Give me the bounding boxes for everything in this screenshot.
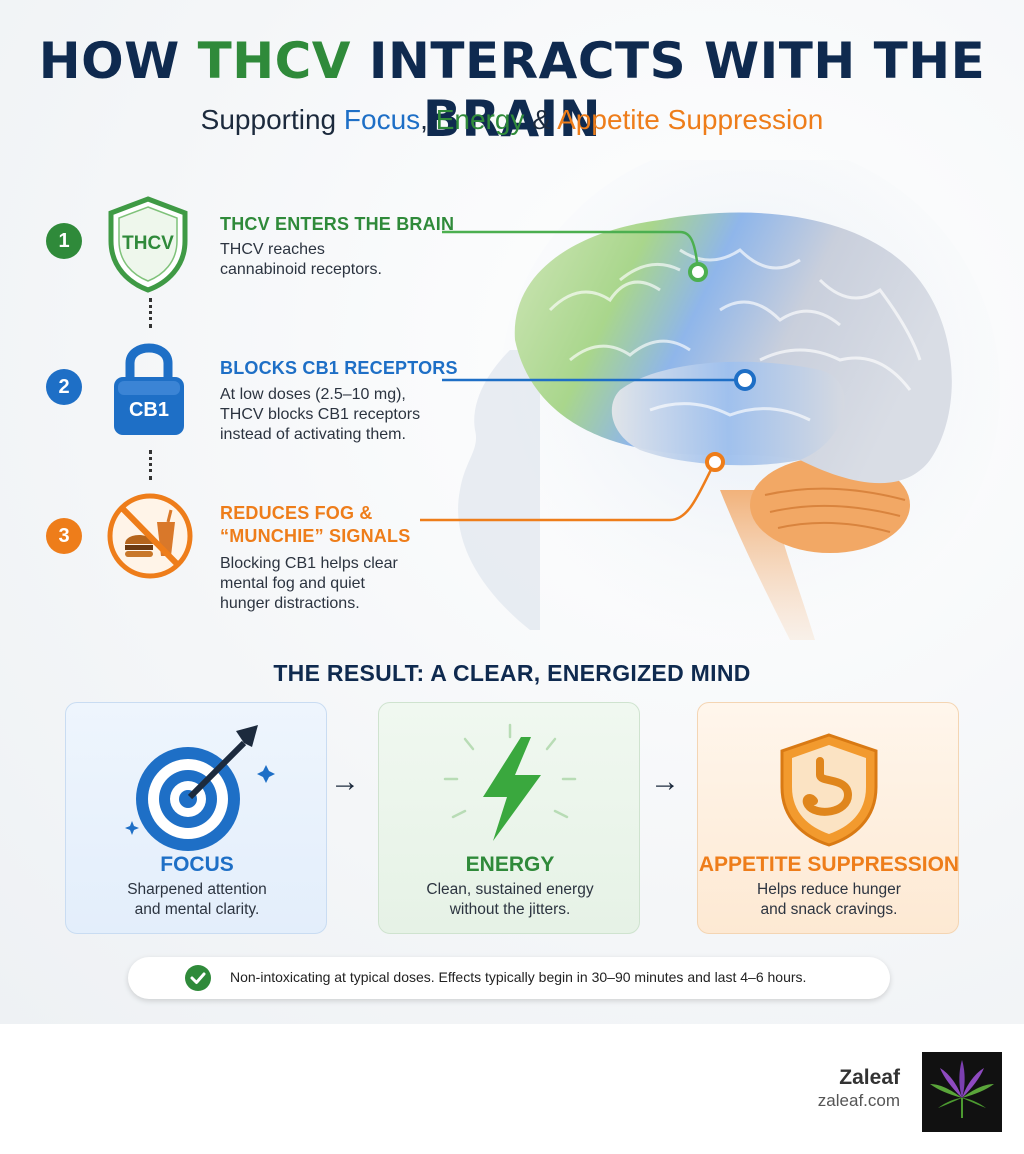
subtitle-part: , bbox=[420, 104, 436, 135]
connector-lines bbox=[420, 230, 745, 522]
padlock-icon-label: CB1 bbox=[129, 399, 169, 421]
card-label: FOCUS bbox=[160, 853, 234, 876]
note-text: Non-intoxicating at typical doses. Effec… bbox=[230, 969, 807, 985]
marker-green bbox=[688, 262, 708, 282]
brand-url[interactable]: zaleaf.com bbox=[817, 1091, 900, 1110]
flow-arrow: → bbox=[330, 765, 360, 798]
step-description: THCV reaches cannabinoid receptors. bbox=[220, 240, 450, 280]
title-highlight: THCV bbox=[197, 32, 351, 90]
check-circle-icon bbox=[185, 965, 211, 991]
card-description: Clean, sustained energy without the jitt… bbox=[399, 880, 621, 920]
note-bar: Non-intoxicating at typical doses. Effec… bbox=[128, 957, 890, 999]
desc-line: mental fog and quiet bbox=[220, 575, 365, 592]
step-1: 1 THCV THCV ENTERS THE BRAIN THCV reache… bbox=[0, 195, 460, 295]
title-part: HOW bbox=[38, 32, 198, 90]
desc-line: Helps reduce hunger bbox=[757, 881, 901, 898]
marker-orange bbox=[705, 452, 725, 472]
result-card-appetite: APPETITE SUPPRESSION Helps reduce hunger… bbox=[697, 702, 959, 934]
desc-line: and mental clarity. bbox=[134, 901, 260, 918]
result-title: THE RESULT: A CLEAR, ENERGIZED MIND bbox=[273, 660, 751, 686]
subtitle-appetite: Appetite Suppression bbox=[557, 104, 824, 135]
infographic: HOW THCV INTERACTS WITH THE BRAIN Suppor… bbox=[0, 0, 1024, 1024]
heading-line: “MUNCHIE” SIGNALS bbox=[220, 526, 411, 546]
card-description: Sharpened attention and mental clarity. bbox=[86, 880, 308, 920]
title-part: INTERACTS WITH THE BRAIN bbox=[351, 32, 986, 148]
desc-line: instead of activating them. bbox=[220, 426, 406, 443]
head-silhouette bbox=[458, 350, 540, 630]
subtitle-energy: Energy bbox=[435, 104, 525, 135]
step-2: 2 CB1 BLOCKS CB1 RECEPTORS At low doses … bbox=[0, 335, 460, 445]
result-card-energy: ENERGY Clean, sustained energy without t… bbox=[378, 702, 640, 934]
step-connector-dots bbox=[149, 450, 152, 480]
brand-name: Zaleaf bbox=[839, 1066, 900, 1089]
target-icon bbox=[125, 725, 275, 851]
card-description: Helps reduce hunger and snack cravings. bbox=[718, 880, 940, 920]
step-heading: THCV ENTERS THE BRAIN bbox=[220, 214, 455, 234]
lightning-icon bbox=[443, 723, 577, 841]
step-heading: BLOCKS CB1 RECEPTORS bbox=[220, 358, 458, 378]
cannabis-leaf-logo-icon bbox=[922, 1052, 1002, 1132]
result-card-focus: FOCUS Sharpened attention and mental cla… bbox=[65, 702, 327, 934]
brainstem bbox=[720, 490, 815, 640]
desc-line: without the jitters. bbox=[449, 901, 571, 918]
stomach-shield-icon bbox=[780, 733, 878, 847]
step-description: Blocking CB1 helps clear mental fog and … bbox=[220, 554, 450, 614]
heading-line: REDUCES FOG & bbox=[220, 503, 373, 523]
shield-icon: THCV bbox=[108, 196, 188, 293]
step-number: 1 bbox=[46, 223, 82, 259]
desc-line: Clean, sustained energy bbox=[426, 881, 594, 898]
card-label: APPETITE SUPPRESSION bbox=[698, 853, 960, 876]
desc-line: cannabinoid receptors. bbox=[220, 261, 382, 278]
brain-illustration bbox=[420, 160, 1000, 640]
desc-line: At low doses (2.5–10 mg), bbox=[220, 386, 406, 403]
card-label: ENERGY bbox=[465, 853, 555, 876]
desc-line: and snack cravings. bbox=[760, 901, 898, 918]
flow-arrow: → bbox=[650, 765, 680, 798]
subtitle-focus: Focus bbox=[343, 104, 421, 135]
shield-icon-label: THCV bbox=[122, 233, 174, 254]
step-connector-dots bbox=[149, 298, 152, 328]
page-title: HOW THCV INTERACTS WITH THE BRAIN bbox=[0, 32, 1024, 148]
desc-line: THCV blocks CB1 receptors bbox=[220, 406, 421, 423]
subtitle-part: Supporting bbox=[200, 104, 344, 135]
subtitle-part: & bbox=[524, 104, 558, 135]
step-number: 3 bbox=[46, 518, 82, 554]
desc-line: Sharpened attention bbox=[127, 881, 267, 898]
marker-blue bbox=[734, 369, 756, 391]
step-number: 2 bbox=[46, 369, 82, 405]
step-3: 3 REDUCES FOG & “MUNCHIE” SIGNALS Blocki… bbox=[0, 488, 460, 618]
step-heading: REDUCES FOG & “MUNCHIE” SIGNALS bbox=[220, 502, 440, 548]
no-food-icon bbox=[107, 493, 193, 579]
desc-line: THCV reaches bbox=[220, 241, 325, 258]
desc-line: Blocking CB1 helps clear bbox=[220, 555, 398, 572]
desc-line: hunger distractions. bbox=[220, 595, 360, 612]
subtitle: Supporting Focus, Energy & Appetite Supp… bbox=[0, 104, 1024, 136]
step-description: At low doses (2.5–10 mg), THCV blocks CB… bbox=[220, 385, 450, 445]
padlock-icon: CB1 bbox=[114, 343, 184, 435]
